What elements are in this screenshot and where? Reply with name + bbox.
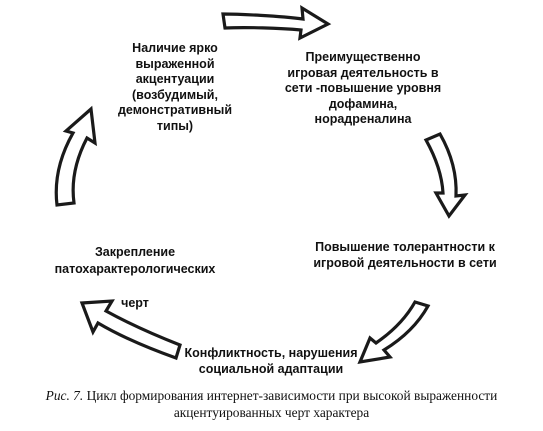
arrow-bottom-right-icon bbox=[357, 300, 431, 365]
cycle-arrows bbox=[54, 4, 469, 365]
caption-text: Цикл формирования интернет-зависимости п… bbox=[86, 388, 498, 420]
figure-caption: Рис. 7. Цикл формирования интернет-завис… bbox=[0, 387, 543, 421]
node-fixation: Закрепление патохарактерологических черт bbox=[54, 245, 216, 310]
node-conflict: Конфликтность, нарушения социальной адап… bbox=[184, 346, 358, 376]
arrow-left-icon bbox=[79, 299, 182, 361]
node-gaming-activity: Преимущественно игровая деятельность в с… bbox=[284, 50, 442, 127]
arrow-right-icon bbox=[423, 131, 469, 219]
node-accentuation: Наличие ярко выраженной акцентуации (воз… bbox=[117, 41, 233, 133]
arrow-upper-left-icon bbox=[54, 105, 97, 207]
arrow-top-icon bbox=[221, 4, 332, 41]
node-tolerance: Повышение толерантности к игровой деятел… bbox=[313, 240, 497, 270]
caption-label: Рис. 7. bbox=[45, 388, 84, 403]
